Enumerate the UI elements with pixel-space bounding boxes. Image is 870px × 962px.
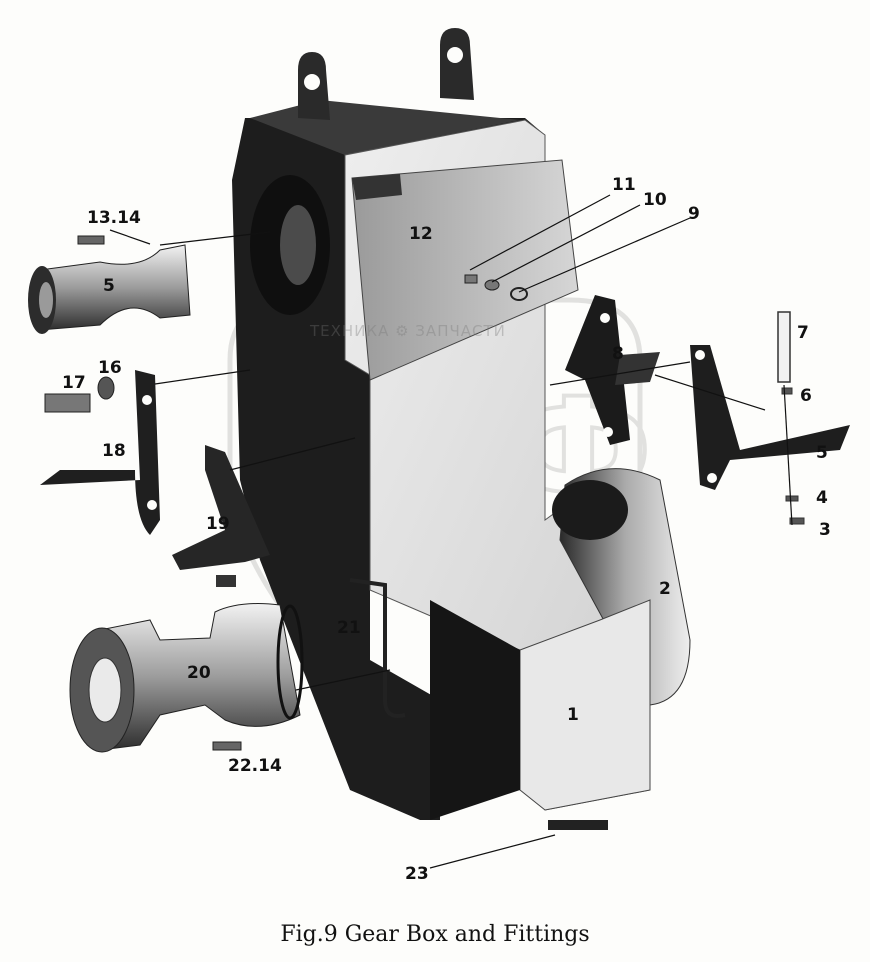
callout-1: 1 bbox=[567, 705, 579, 725]
callout-16: 16 bbox=[98, 358, 122, 378]
callout-4: 4 bbox=[816, 488, 828, 508]
callout-22-14: 22.14 bbox=[228, 756, 282, 776]
callout-18: 18 bbox=[102, 441, 126, 461]
lifting-eye-left bbox=[298, 52, 330, 120]
bracket-5-right bbox=[690, 345, 850, 490]
lower-cover-plate bbox=[430, 599, 651, 830]
callout-3: 3 bbox=[819, 520, 831, 540]
bolt-13-14 bbox=[77, 235, 105, 245]
callout-5-right: 5 bbox=[816, 443, 828, 463]
plate-fasteners bbox=[464, 274, 528, 301]
coupling-shaft-left bbox=[28, 244, 191, 334]
inspection-plate bbox=[351, 159, 579, 381]
output-coupling bbox=[69, 603, 304, 753]
watermark-text: ТЕХНИКА ⚙ ЗАПЧАСТИ bbox=[310, 322, 506, 340]
stud-hardware bbox=[777, 311, 805, 525]
cylinder-cover bbox=[552, 468, 691, 706]
callout-19: 19 bbox=[206, 514, 230, 534]
callout-5-left: 5 bbox=[103, 276, 115, 296]
callout-2: 2 bbox=[659, 579, 671, 599]
callout-13-14: 13.14 bbox=[87, 208, 141, 228]
callout-17: 17 bbox=[62, 373, 86, 393]
callout-8: 8 bbox=[612, 344, 624, 364]
bracket-8 bbox=[565, 295, 660, 445]
lifting-eye-right bbox=[440, 28, 474, 100]
oil-pipe bbox=[349, 578, 406, 718]
callout-10: 10 bbox=[643, 190, 667, 210]
bracket-19 bbox=[172, 445, 270, 587]
callout-6: 6 bbox=[800, 386, 812, 406]
leader-lines bbox=[109, 194, 793, 869]
callout-21: 21 bbox=[337, 618, 361, 638]
bolt-16-17 bbox=[44, 376, 115, 413]
callout-11: 11 bbox=[612, 175, 636, 195]
callout-12: 12 bbox=[409, 224, 433, 244]
bracket-18 bbox=[40, 370, 160, 535]
figure-caption: Fig.9 Gear Box and Fittings bbox=[280, 922, 590, 947]
callout-7: 7 bbox=[797, 323, 809, 343]
bolt-22-14 bbox=[212, 741, 242, 751]
callout-20: 20 bbox=[187, 663, 211, 683]
callout-9: 9 bbox=[688, 204, 700, 224]
callout-23: 23 bbox=[405, 864, 429, 884]
